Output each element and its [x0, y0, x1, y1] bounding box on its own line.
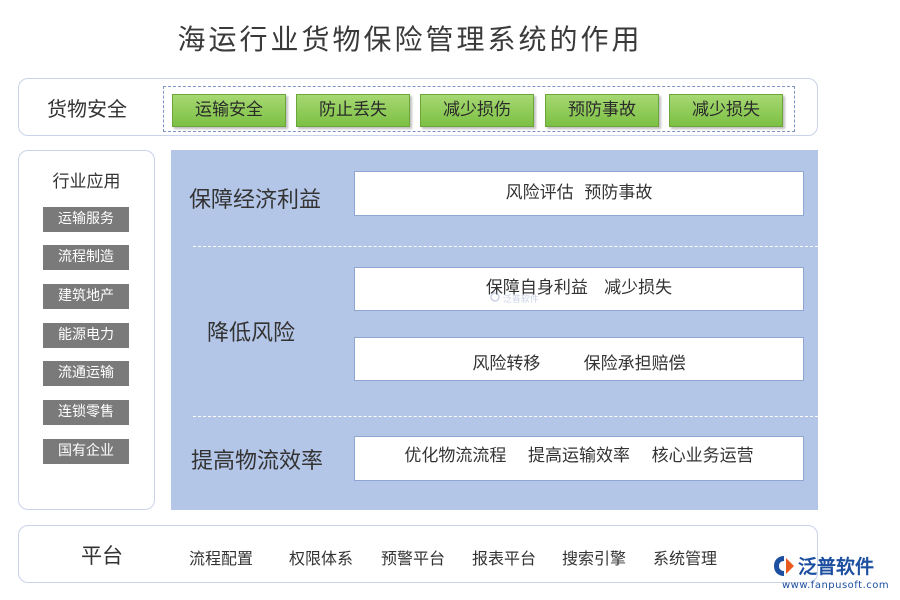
sidebar-item-circulation-transport[interactable]: 流通运输	[43, 361, 129, 386]
functions-area: 保障经济利益 风险评估 预防事故 降低风险 保障自身利益 减少损失 风险转移 保…	[171, 150, 818, 510]
platform-item-permissions[interactable]: 权限体系	[289, 549, 354, 568]
sidebar-item-construction-realestate[interactable]: 建筑地产	[43, 284, 129, 309]
section-box-reduce-risk-1: 保障自身利益 减少损失	[354, 267, 804, 311]
cargo-safety-row: 货物安全 运输安全 防止丢失 减少损伤 预防事故 减少损失	[18, 78, 818, 136]
platform-item-alert-platform[interactable]: 预警平台	[381, 549, 446, 568]
fanpu-logo-icon	[774, 556, 794, 576]
sidebar-title: 行业应用	[52, 172, 121, 192]
safety-button-transport[interactable]: 运输安全	[172, 94, 286, 127]
safety-button-prevent-accident[interactable]: 预防事故	[545, 94, 659, 127]
section-divider	[193, 246, 818, 247]
sidebar-item-state-enterprise[interactable]: 国有企业	[43, 439, 129, 464]
platform-row: 平台 流程配置 权限体系 预警平台 报表平台 搜索引擎 系统管理	[18, 525, 818, 583]
cargo-safety-group: 运输安全 防止丢失 减少损伤 预防事故 减少损失	[163, 86, 795, 132]
platform-item-report-platform[interactable]: 报表平台	[472, 549, 537, 568]
safety-button-reduce-loss[interactable]: 减少损失	[669, 94, 783, 127]
watermark: 泛普软件	[490, 292, 550, 310]
platform-item-search-engine[interactable]: 搜索引擎	[562, 549, 627, 568]
safety-button-prevent-loss[interactable]: 防止丢失	[296, 94, 410, 127]
platform-item-system-management[interactable]: 系统管理	[653, 549, 718, 568]
section-divider	[193, 416, 818, 417]
section-box-economic-benefit: 风险评估 预防事故	[354, 171, 804, 216]
watermark-logo-icon	[490, 292, 500, 302]
section-box-logistics-efficiency: 优化物流流程 提高运输效率 核心业务运营	[354, 436, 804, 481]
platform-label: 平台	[81, 544, 123, 568]
sidebar-item-process-manufacturing[interactable]: 流程制造	[43, 245, 129, 270]
cargo-safety-label: 货物安全	[47, 97, 127, 121]
logo-url: www.fanpusoft.com	[782, 580, 890, 591]
safety-button-reduce-damage[interactable]: 减少损伤	[420, 94, 534, 127]
platform-item-process-config[interactable]: 流程配置	[189, 549, 254, 568]
watermark-text: 泛普软件	[502, 295, 539, 305]
section-label-reduce-risk: 降低风险	[207, 321, 296, 346]
section-label-logistics-efficiency: 提高物流效率	[191, 449, 324, 474]
logo-name: 泛普软件	[798, 556, 875, 578]
section-label-economic-benefit: 保障经济利益	[189, 188, 322, 213]
sidebar-item-energy-power[interactable]: 能源电力	[43, 323, 129, 348]
sidebar-item-transport-service[interactable]: 运输服务	[43, 207, 129, 232]
industry-sidebar: 行业应用 运输服务 流程制造 建筑地产 能源电力 流通运输 连锁零售 国有企业	[18, 150, 155, 510]
section-box-reduce-risk-2: 风险转移 保险承担赔偿	[354, 337, 804, 381]
page-title: 海运行业货物保险管理系统的作用	[177, 23, 643, 56]
brand-logo: 泛普软件 www.fanpusoft.com	[772, 552, 896, 596]
sidebar-item-chain-retail[interactable]: 连锁零售	[43, 400, 129, 425]
